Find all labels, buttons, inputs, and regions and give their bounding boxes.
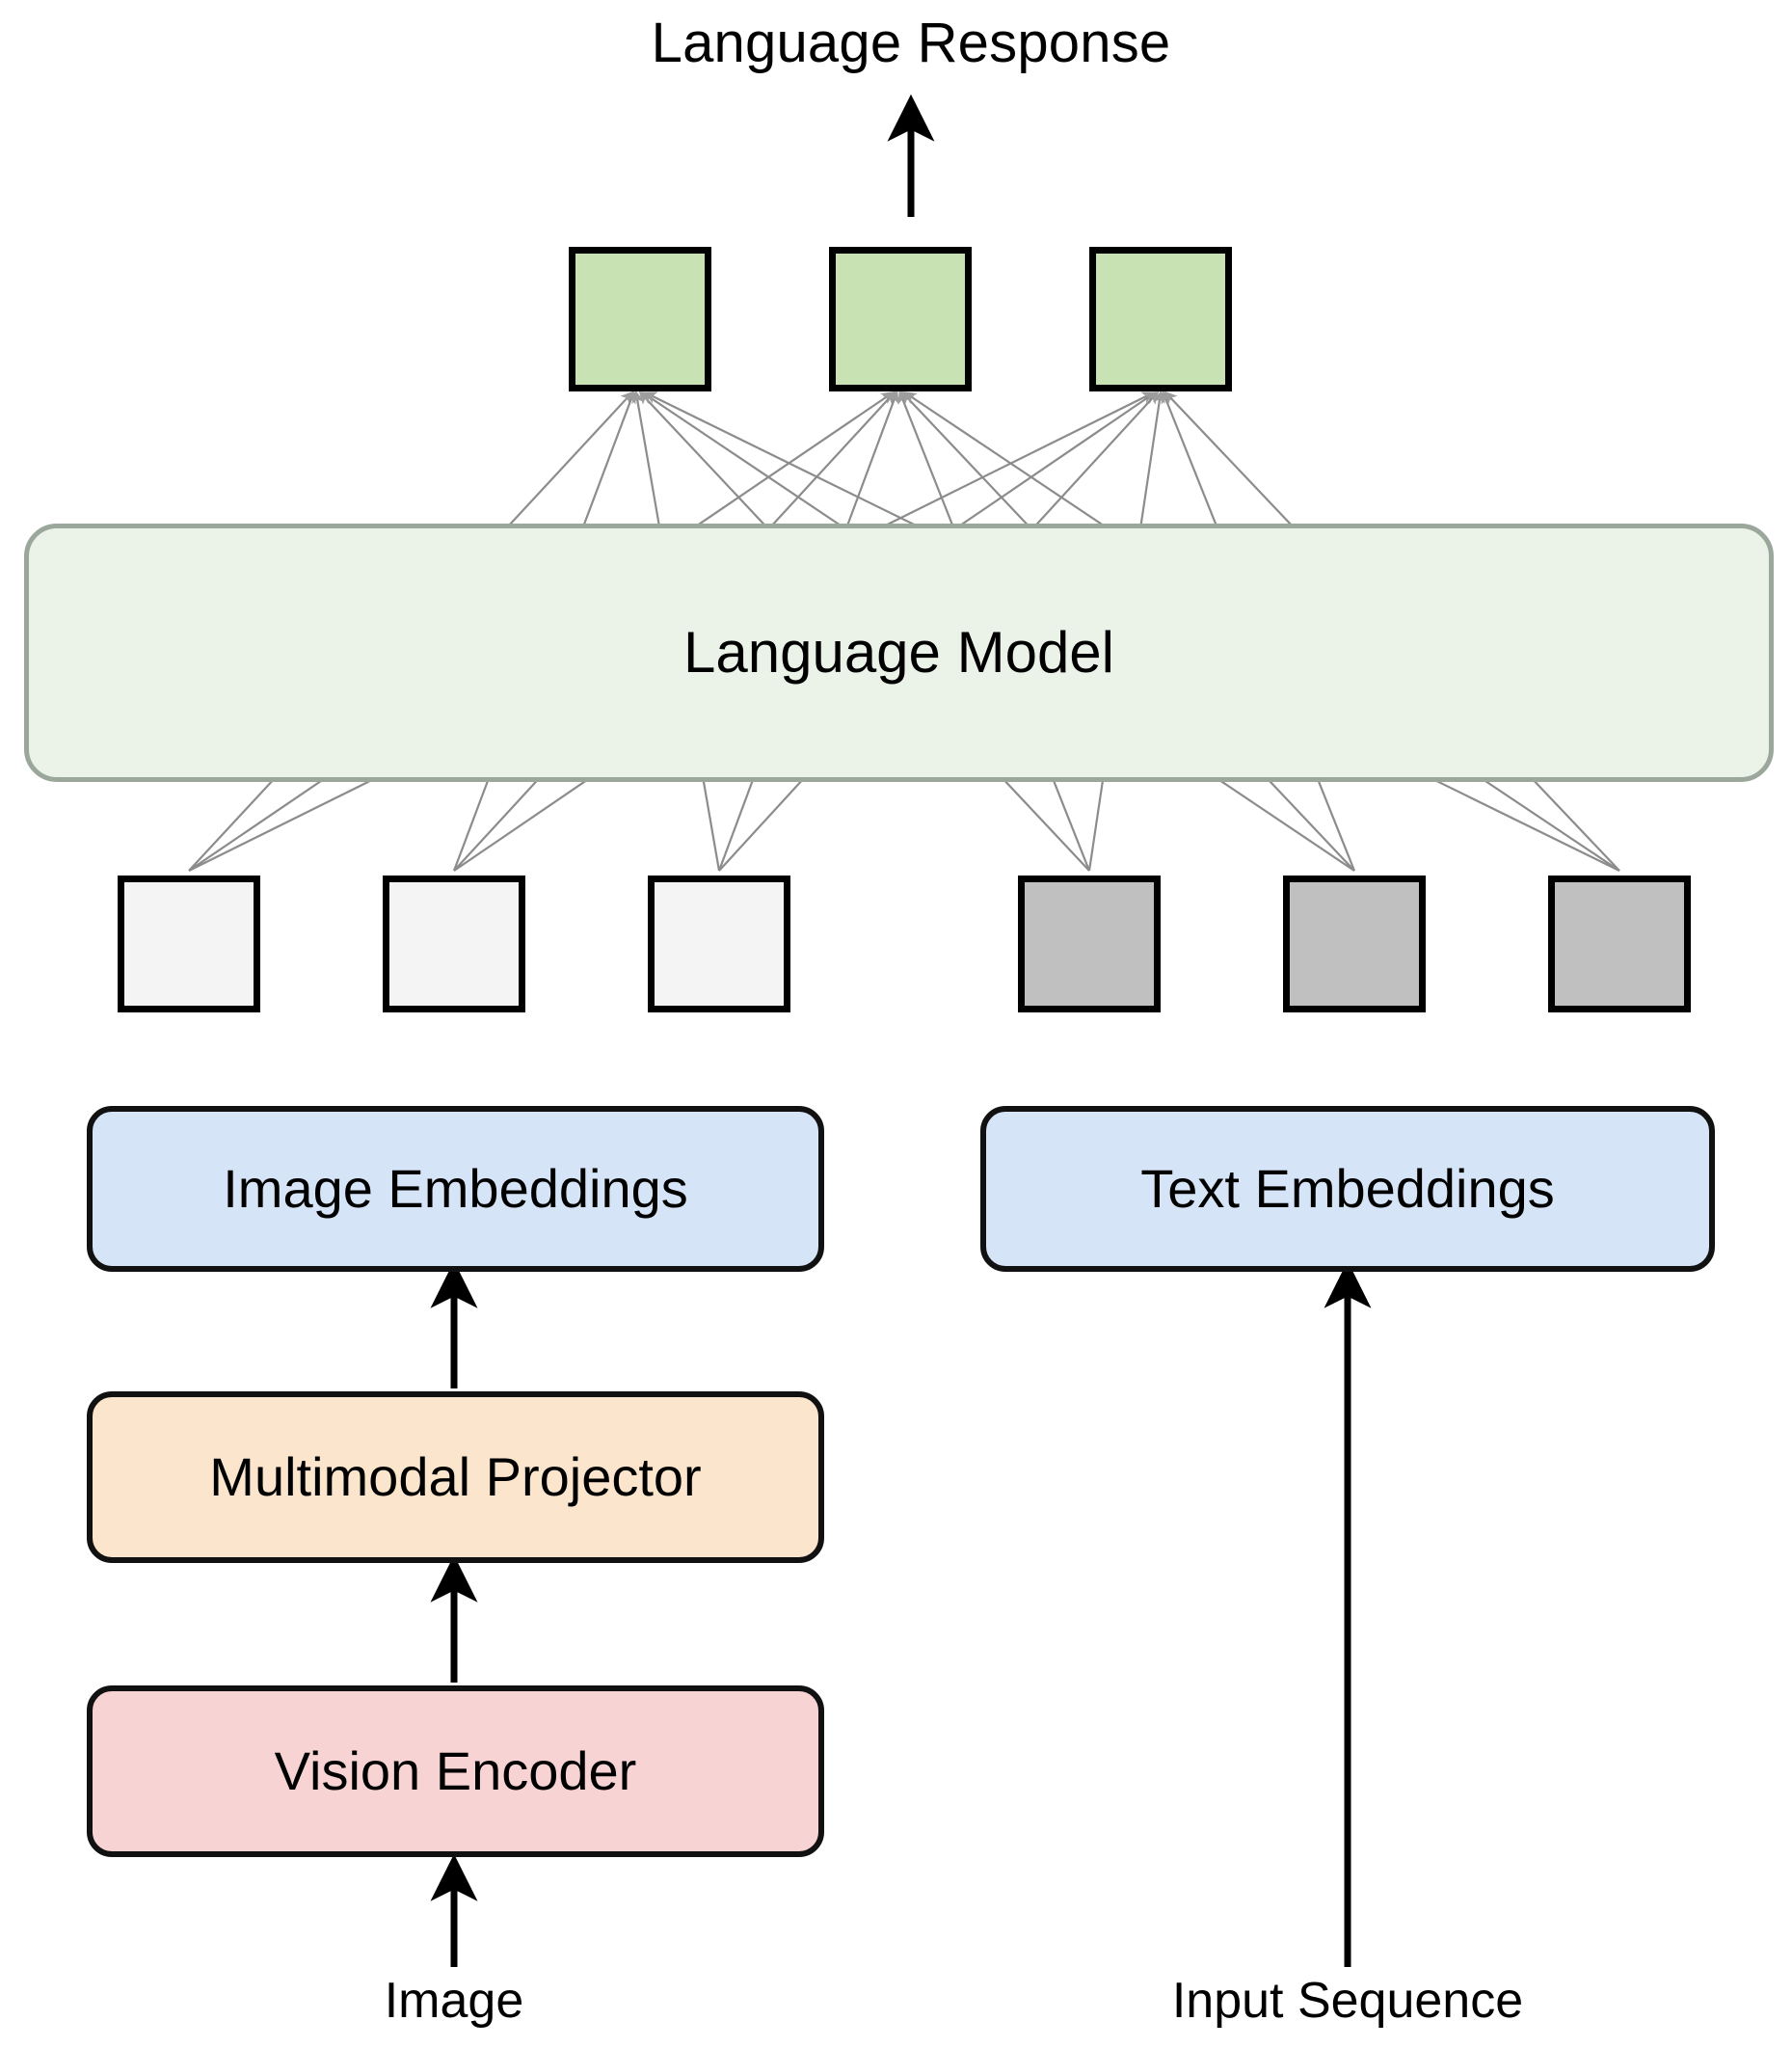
image-token-3 (648, 876, 790, 1012)
image-embeddings-box: Image Embeddings (87, 1106, 824, 1272)
input-sequence-label: Input Sequence (1171, 1973, 1524, 2029)
multimodal-projector-label: Multimodal Projector (209, 1446, 702, 1507)
image-token-2 (383, 876, 525, 1012)
vision-encoder-box: Vision Encoder (87, 1685, 824, 1857)
text-embeddings-label: Text Embeddings (1140, 1158, 1555, 1219)
text-embeddings-box: Text Embeddings (980, 1106, 1715, 1272)
image-token-1 (118, 876, 260, 1012)
text-token-1 (1018, 876, 1161, 1012)
vision-encoder-label: Vision Encoder (274, 1740, 637, 1801)
language-model-label: Language Model (682, 620, 1115, 685)
text-token-2 (1283, 876, 1426, 1012)
output-token-1 (569, 247, 711, 391)
output-token-3 (1089, 247, 1232, 391)
language-model-box: Language Model (24, 524, 1774, 782)
image-embeddings-label: Image Embeddings (223, 1158, 688, 1219)
language-response-label: Language Response (651, 12, 1171, 74)
multimodal-projector-box: Multimodal Projector (87, 1391, 824, 1563)
text-token-3 (1548, 876, 1691, 1012)
output-token-2 (829, 247, 972, 391)
image-input-label: Image (384, 1973, 524, 2029)
